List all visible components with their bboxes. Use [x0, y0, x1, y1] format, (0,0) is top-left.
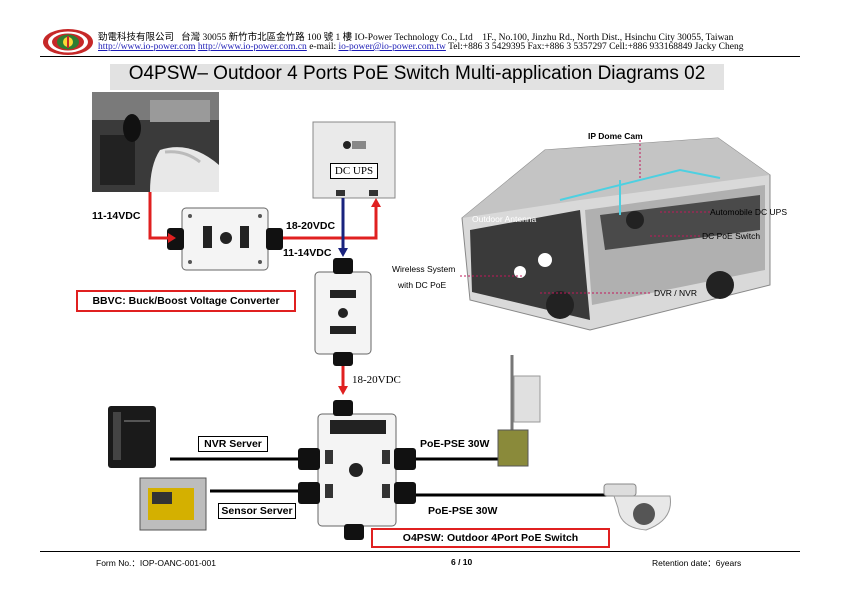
- sensor-device: [139, 477, 207, 531]
- email-label: e-mail:: [309, 42, 337, 52]
- address-cn: 台灣 30055 新竹市北區金竹路 100 號 1 樓: [181, 33, 353, 43]
- dvr-nvr-label: DVR / NVR: [654, 288, 697, 298]
- email-link[interactable]: io-power@io-power.com.tw: [338, 42, 446, 52]
- bus-leader-lines: [460, 140, 710, 294]
- with-dc-poe-label: with DC PoE: [398, 280, 447, 290]
- o4psw-switch-device: [298, 400, 416, 540]
- nvr-server-label: NVR Server: [198, 436, 268, 452]
- company-logo: [42, 28, 94, 56]
- page-number: 6 / 10: [451, 557, 473, 567]
- ups-output-voltage-label: 18-20VDC: [286, 220, 336, 232]
- wireless-antenna-device: [497, 355, 541, 467]
- pse1-label: PoE-PSE 30W: [420, 438, 490, 450]
- wireless-system-label: Wireless System: [392, 264, 456, 274]
- dc-ups-device: [312, 121, 396, 199]
- switch-input-voltage-label: 18-20VDC: [352, 374, 401, 386]
- o4psw-label: O4PSW: Outdoor 4Port PoE Switch: [371, 528, 610, 548]
- address-en: 1F., No.100, Jinzhu Rd., North Dist., Hs…: [482, 33, 734, 43]
- bbvc-label: BBVC: Buck/Boost Voltage Converter: [76, 290, 296, 312]
- company-name-cn: 勁電科技有限公司: [98, 33, 175, 43]
- form-number: Form No.：IOP-OANC-001-001: [96, 558, 216, 568]
- bbvc-converter-device: [167, 207, 283, 271]
- vertical-converter-device: [314, 258, 372, 366]
- nvr-device: [108, 406, 156, 468]
- dc-ups-label: DC UPS: [330, 163, 378, 179]
- input-voltage-label: 11-14VDC: [92, 210, 141, 222]
- bus-image: [461, 137, 771, 331]
- retention-date: Retention date：6years: [652, 558, 742, 568]
- header-contact-line: http://www.io-power.com http://www.io-po…: [98, 42, 744, 52]
- outdoor-antenna-label: Outdoor Antenna: [472, 214, 537, 224]
- company-name-en: IO-Power Technology Co., Ltd: [354, 33, 473, 43]
- dome-camera-device: [603, 483, 671, 531]
- ip-dome-cam-label: IP Dome Cam: [588, 131, 643, 141]
- contact-info: Tel:+886 3 5429395 Fax:+886 3 5357297 Ce…: [448, 42, 744, 52]
- pse2-label: PoE-PSE 30W: [428, 505, 498, 517]
- automobile-dc-ups-label: Automobile DC UPS: [710, 207, 788, 217]
- header-rule: [40, 56, 800, 57]
- website-cn-link[interactable]: http://www.io-power.com.cn: [197, 42, 307, 52]
- network-cables: [170, 457, 612, 497]
- ups-input-voltage-label: 11-14VDC: [283, 247, 332, 259]
- page-title: O4PSW– Outdoor 4 Ports PoE Switch Multi-…: [128, 63, 706, 84]
- dc-poe-switch-label: DC PoE Switch: [702, 231, 761, 241]
- website-link[interactable]: http://www.io-power.com: [98, 42, 196, 52]
- footer-rule: [40, 551, 800, 552]
- header-address-line: 勁電科技有限公司 台灣 30055 新竹市北區金竹路 100 號 1 樓 IO-…: [98, 29, 733, 43]
- car-interior-image: [92, 92, 219, 192]
- sensor-server-label: Sensor Server: [218, 503, 296, 519]
- title-background: [110, 64, 724, 90]
